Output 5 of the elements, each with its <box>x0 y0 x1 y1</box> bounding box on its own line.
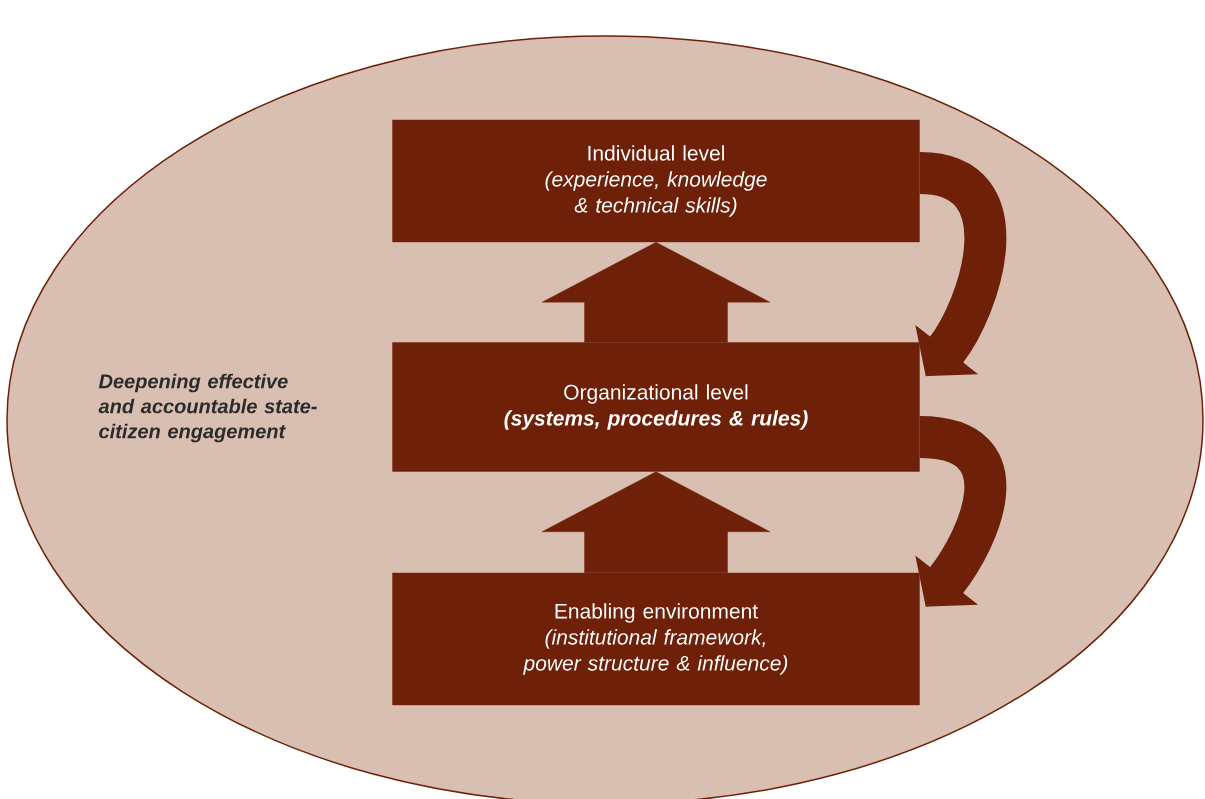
block-arrow <box>541 242 771 343</box>
level-box: Organizational level (systems, procedures & rules) <box>392 342 920 472</box>
block-arrow <box>541 471 771 573</box>
level-box: Enabling environment (institutional framework, power structure & influence) <box>392 572 920 706</box>
level-box: Individual level (experience, knowledge & technical skills) <box>392 119 920 243</box>
